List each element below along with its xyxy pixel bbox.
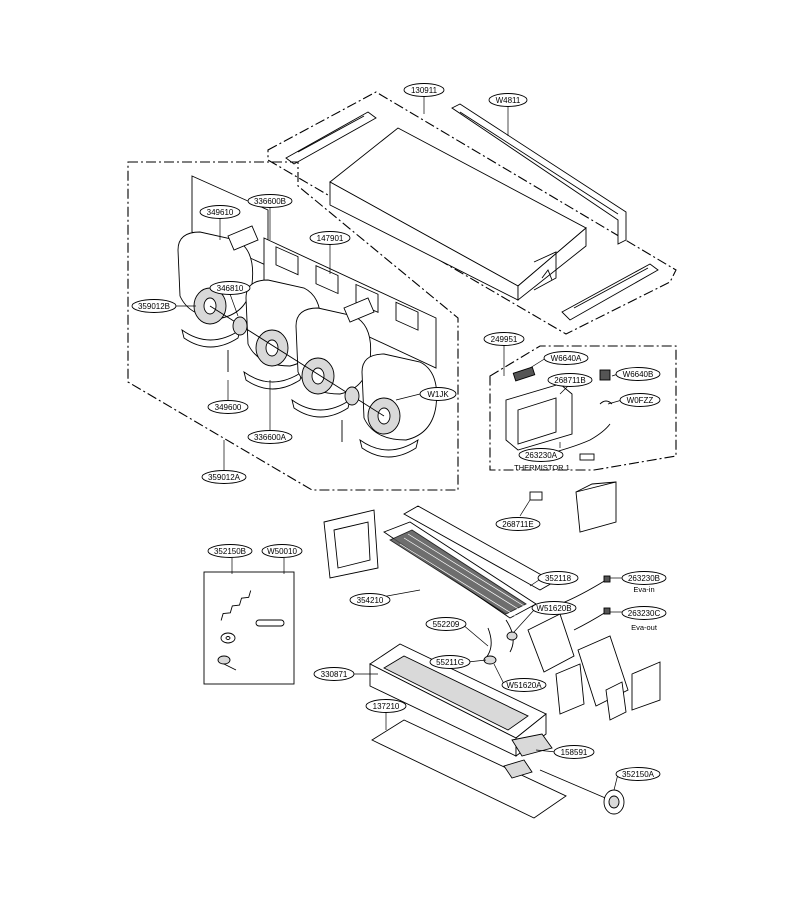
callout-330871: 330871 [313, 667, 355, 681]
control-box-group [489, 345, 677, 533]
svg-text:552209: 552209 [433, 620, 460, 629]
svg-text:346810: 346810 [217, 284, 244, 293]
svg-text:359012A: 359012A [208, 473, 241, 482]
svg-text:268711B: 268711B [554, 376, 585, 385]
callout-55211g: 55211G [429, 655, 471, 669]
svg-text:359012B: 359012B [138, 302, 170, 311]
svg-text:352118: 352118 [545, 574, 572, 583]
callout-263230b: 263230B [621, 571, 667, 585]
thermistor-1-note: THERMISTOR 1 [514, 463, 570, 472]
svg-text:249951: 249951 [491, 335, 518, 344]
screw-kit-group [203, 571, 295, 685]
svg-text:336600B: 336600B [254, 197, 286, 206]
svg-text:W51620B: W51620B [536, 604, 571, 613]
svg-text:352150B: 352150B [214, 547, 246, 556]
callout-263230a: 263230A [518, 448, 564, 462]
svg-text:330871: 330871 [321, 670, 348, 679]
callout-147901: 147901 [309, 231, 351, 245]
top-cabinet-group [267, 91, 677, 335]
callout-352118: 352118 [537, 571, 579, 585]
callout-354210: 354210 [349, 593, 391, 607]
callout-552209: 552209 [425, 617, 467, 631]
callout-w0fzz: W0FZZ [619, 393, 661, 407]
svg-text:263230B: 263230B [628, 574, 660, 583]
blower-3 [291, 307, 372, 418]
svg-text:349600: 349600 [215, 403, 242, 412]
blower-4 [359, 353, 438, 458]
callout-249951: 249951 [483, 332, 525, 346]
callout-359012a: 359012A [201, 470, 247, 484]
svg-text:137210: 137210 [373, 702, 400, 711]
callout-w51620b: W51620B [531, 601, 577, 615]
callout-w50010: W50010 [261, 544, 303, 558]
callout-w1jk: W1JK [419, 387, 457, 401]
svg-text:W50010: W50010 [267, 547, 297, 556]
callout-w6640a: W6640A [543, 351, 589, 365]
svg-text:336600A: 336600A [254, 433, 287, 442]
svg-text:147901: 147901 [317, 234, 344, 243]
callout-349610: 349610 [199, 205, 241, 219]
blower-group [127, 161, 459, 491]
callout-349600: 349600 [207, 400, 249, 414]
svg-text:130911: 130911 [411, 86, 438, 95]
svg-text:W4811: W4811 [496, 96, 521, 105]
svg-text:W0FZZ: W0FZZ [627, 396, 654, 405]
svg-text:55211G: 55211G [436, 658, 464, 667]
callout-w6640b: W6640B [615, 367, 661, 381]
svg-text:354210: 354210 [357, 596, 384, 605]
callout-130911: 130911 [403, 83, 445, 97]
callout-268711b: 268711B [547, 373, 593, 387]
svg-text:263230C: 263230C [628, 609, 661, 618]
svg-text:W6640B: W6640B [623, 370, 654, 379]
callout-w51620a: W51620A [501, 678, 547, 692]
svg-text:352150A: 352150A [622, 770, 655, 779]
svg-text:W1JK: W1JK [427, 390, 449, 399]
svg-text:263230A: 263230A [525, 451, 558, 460]
svg-text:268711E: 268711E [502, 520, 533, 529]
callout-359012b: 359012B [131, 299, 177, 313]
callout-268711e: 268711E [495, 517, 541, 531]
part-callouts: 130911 W4811 349610 336600B 147901 34681… [131, 83, 667, 781]
callout-352150b: 352150B [207, 544, 253, 558]
callout-w4811: W4811 [488, 93, 528, 107]
eva-in-note: Eva-in [633, 585, 654, 594]
svg-text:349610: 349610 [207, 208, 234, 217]
callout-336600a: 336600A [247, 430, 293, 444]
svg-text:W6640A: W6640A [551, 354, 582, 363]
callout-352150a: 352150A [615, 767, 661, 781]
callout-158591: 158591 [553, 745, 595, 759]
callout-137210: 137210 [365, 699, 407, 713]
callout-263230c: 263230C [621, 606, 667, 620]
evaporator-group [323, 505, 661, 819]
blower-1 [177, 231, 254, 348]
callout-336600b: 336600B [247, 194, 293, 208]
svg-text:W51620A: W51620A [506, 681, 542, 690]
svg-text:158591: 158591 [561, 748, 588, 757]
eva-out-note: Eva-out [631, 623, 658, 632]
callout-346810: 346810 [209, 281, 251, 295]
